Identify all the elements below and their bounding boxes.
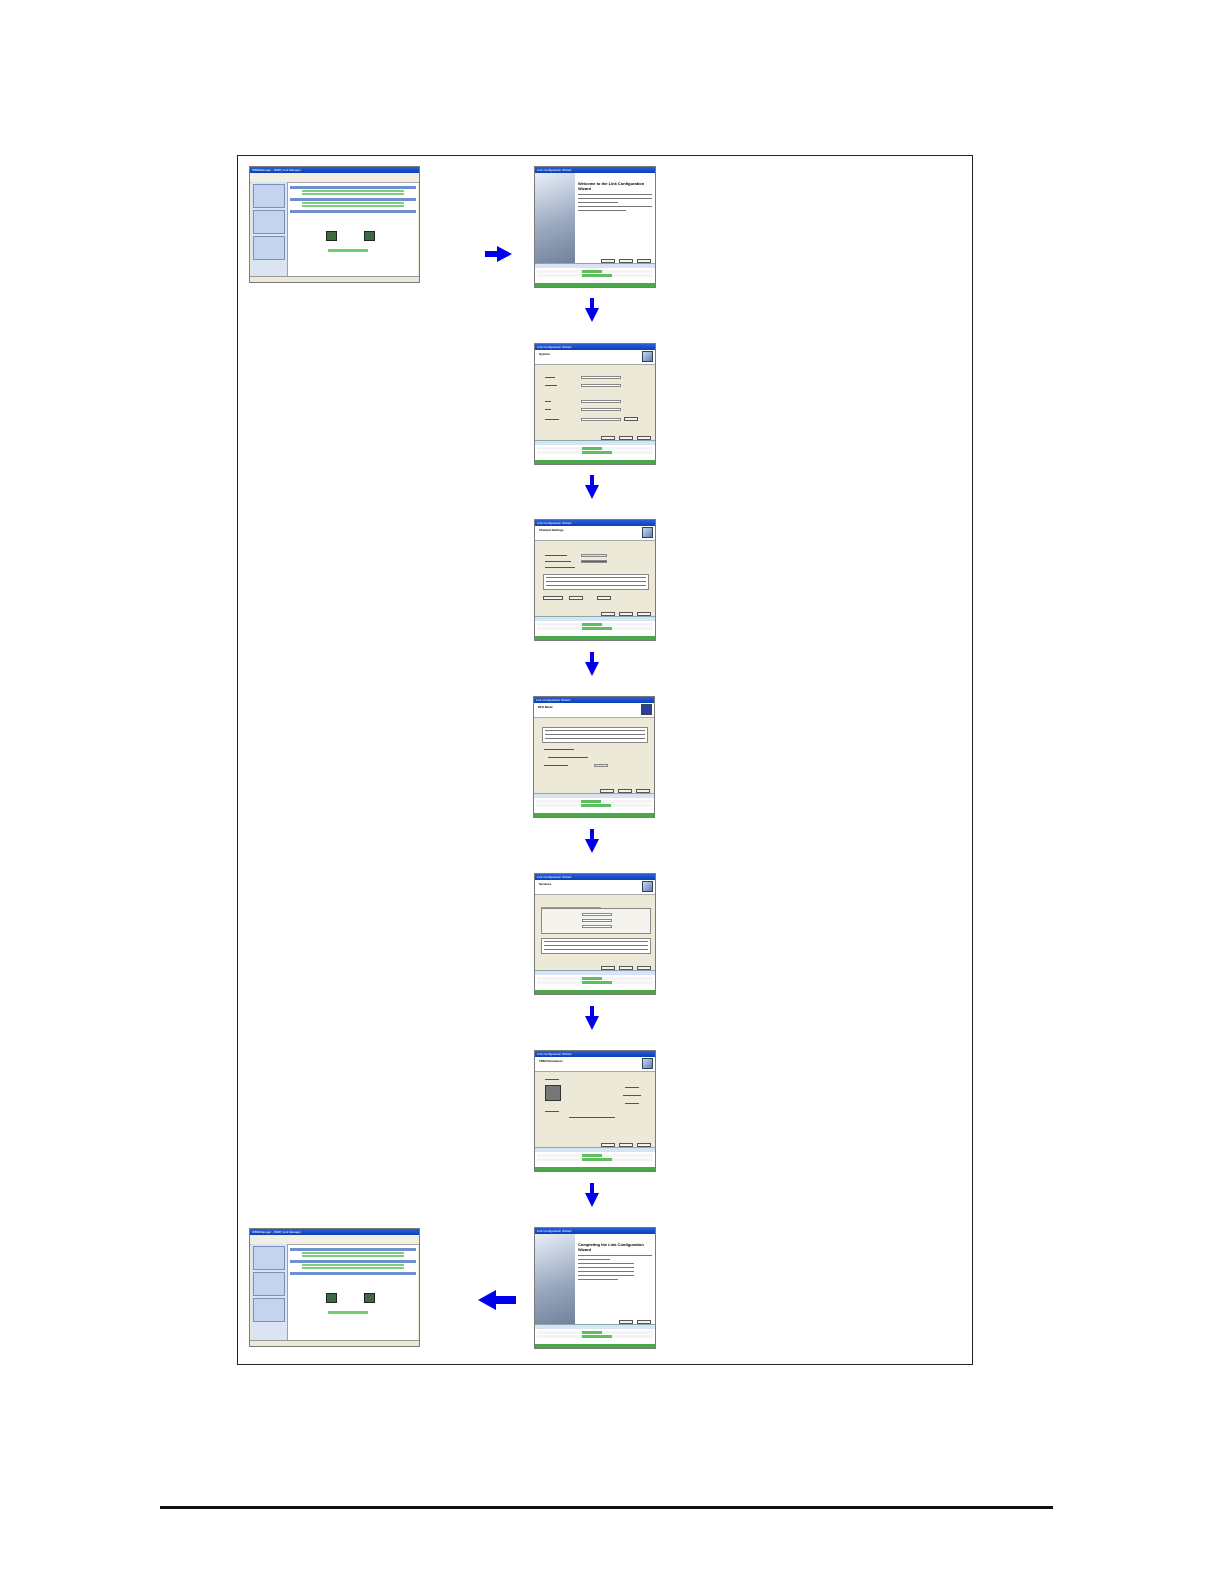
link-id-field[interactable] bbox=[581, 376, 621, 379]
wizard-step-channel: Link Configuration Wizard Channel Settin… bbox=[534, 519, 656, 641]
manager-toolbar bbox=[250, 173, 419, 183]
manager-screenshot-top: WBMManager - [SMP] Link Manager bbox=[249, 166, 420, 283]
select-all-button[interactable] bbox=[569, 596, 583, 600]
wizard-logo-icon bbox=[642, 881, 653, 892]
wizard-title-bar: Link Configuration Wizard bbox=[535, 344, 655, 350]
down-arrow-icon bbox=[585, 652, 599, 676]
site2-field[interactable] bbox=[581, 408, 621, 411]
manager-status-bar bbox=[250, 1340, 419, 1346]
down-arrow-icon bbox=[585, 1006, 599, 1030]
link-password-field[interactable] bbox=[581, 418, 621, 421]
manager-screenshot-bottom: WBMManager - [SMP] Link Manager bbox=[249, 1228, 420, 1347]
board-icon bbox=[326, 1293, 337, 1303]
wizard-heading: Completing the Link Configuration Wizard bbox=[578, 1242, 644, 1252]
wizard-title-bar: Link Configuration Wizard bbox=[535, 874, 655, 880]
tdm-port-icon bbox=[545, 1085, 561, 1101]
link-name-field[interactable] bbox=[581, 384, 621, 387]
cancel-button[interactable] bbox=[636, 789, 650, 793]
manager-title-bar: WBMManager - [SMP] Link Manager bbox=[250, 167, 419, 173]
services-summary-table bbox=[541, 938, 651, 954]
wizard-heading: DFS Mode bbox=[538, 705, 553, 709]
manager-sidebar bbox=[251, 1244, 288, 1340]
restore-channel-button[interactable] bbox=[543, 596, 563, 600]
wizard-step-dfs: Link Configuration Wizard DFS Mode bbox=[533, 696, 655, 818]
back-button[interactable] bbox=[601, 259, 615, 263]
back-button[interactable] bbox=[601, 436, 615, 440]
wizard-title-bar: Link Configuration Wizard bbox=[535, 167, 655, 173]
next-button[interactable] bbox=[619, 612, 633, 616]
back-button[interactable] bbox=[601, 612, 615, 616]
site1-field[interactable] bbox=[581, 400, 621, 403]
wizard-step-welcome: Link Configuration Wizard Welcome to the… bbox=[534, 166, 656, 288]
wizard-step-tdm: Link Configuration Wizard TDM Parameters bbox=[534, 1050, 656, 1172]
manager-sidebar bbox=[251, 182, 288, 276]
manager-toolbar bbox=[250, 1235, 419, 1245]
clear-all-button[interactable] bbox=[597, 596, 611, 600]
wizard-logo-icon bbox=[641, 704, 652, 715]
next-button[interactable] bbox=[618, 789, 632, 793]
wizard-heading: System bbox=[539, 352, 550, 356]
wizard-status-panel bbox=[535, 263, 655, 287]
manager-main bbox=[288, 1245, 418, 1340]
wizard-logo-icon bbox=[642, 351, 653, 362]
back-button[interactable] bbox=[601, 966, 615, 970]
wizard-logo-icon bbox=[642, 527, 653, 538]
services-config-box bbox=[541, 908, 651, 934]
wizard-heading: Welcome to the Link Configuration Wizard bbox=[578, 181, 645, 191]
board-icon bbox=[364, 231, 375, 241]
dfs-status-table bbox=[542, 727, 648, 743]
cancel-button[interactable] bbox=[637, 1143, 651, 1147]
manager-status-bar bbox=[250, 276, 419, 282]
board-icon bbox=[326, 231, 337, 241]
wizard-status-panel bbox=[535, 1147, 655, 1171]
dfs-field bbox=[594, 764, 608, 767]
done-button[interactable] bbox=[619, 1320, 633, 1324]
cancel-button[interactable] bbox=[637, 966, 651, 970]
wizard-step-completing: Link Configuration Wizard Completing the… bbox=[534, 1227, 656, 1349]
finish-button[interactable] bbox=[619, 1143, 633, 1147]
next-button[interactable] bbox=[619, 966, 633, 970]
wizard-heading: Services bbox=[539, 882, 552, 886]
wizard-title-bar: Link Configuration Wizard bbox=[535, 520, 655, 526]
wizard-side-image bbox=[535, 173, 575, 265]
wizard-logo-icon bbox=[642, 1058, 653, 1069]
available-channels-grid[interactable] bbox=[543, 574, 649, 590]
board-icon bbox=[364, 1293, 375, 1303]
wizard-status-panel bbox=[535, 440, 655, 464]
cancel-button[interactable] bbox=[637, 1320, 651, 1324]
change-button[interactable] bbox=[624, 417, 638, 421]
flow-frame bbox=[237, 155, 973, 1365]
wizard-heading: Channel Settings bbox=[539, 528, 564, 532]
wizard-status-panel bbox=[535, 616, 655, 640]
wizard-status-panel bbox=[535, 1324, 655, 1348]
back-button[interactable] bbox=[601, 1143, 615, 1147]
cancel-button[interactable] bbox=[637, 436, 651, 440]
footer-rule bbox=[160, 1506, 1053, 1509]
wizard-status-panel bbox=[534, 793, 654, 817]
wizard-heading: TDM Parameters bbox=[539, 1059, 563, 1063]
wizard-title-bar: Link Configuration Wizard bbox=[535, 1228, 655, 1234]
wizard-title-bar: Link Configuration Wizard bbox=[534, 697, 654, 703]
services-tabs[interactable] bbox=[541, 902, 601, 908]
next-button[interactable] bbox=[619, 259, 633, 263]
left-arrow-icon bbox=[478, 1290, 516, 1310]
wizard-title-bar: Link Configuration Wizard bbox=[535, 1051, 655, 1057]
right-arrow-icon bbox=[485, 246, 512, 262]
manager-title-bar: WBMManager - [SMP] Link Manager bbox=[250, 1229, 419, 1235]
wizard-step-services: Link Configuration Wizard Services bbox=[534, 873, 656, 995]
wizard-step-system: Link Configuration Wizard System bbox=[534, 343, 656, 465]
down-arrow-icon bbox=[585, 829, 599, 853]
wizard-status-panel bbox=[535, 970, 655, 994]
cancel-button[interactable] bbox=[637, 612, 651, 616]
next-button[interactable] bbox=[619, 436, 633, 440]
manager-main bbox=[288, 183, 418, 276]
cancel-button[interactable] bbox=[637, 259, 651, 263]
down-arrow-icon bbox=[585, 1183, 599, 1207]
wizard-side-image bbox=[535, 1234, 575, 1326]
back-button[interactable] bbox=[600, 789, 614, 793]
operating-channel-field bbox=[581, 554, 607, 557]
down-arrow-icon bbox=[585, 475, 599, 499]
down-arrow-icon bbox=[585, 298, 599, 322]
channel-bandwidth-select[interactable] bbox=[581, 560, 607, 563]
